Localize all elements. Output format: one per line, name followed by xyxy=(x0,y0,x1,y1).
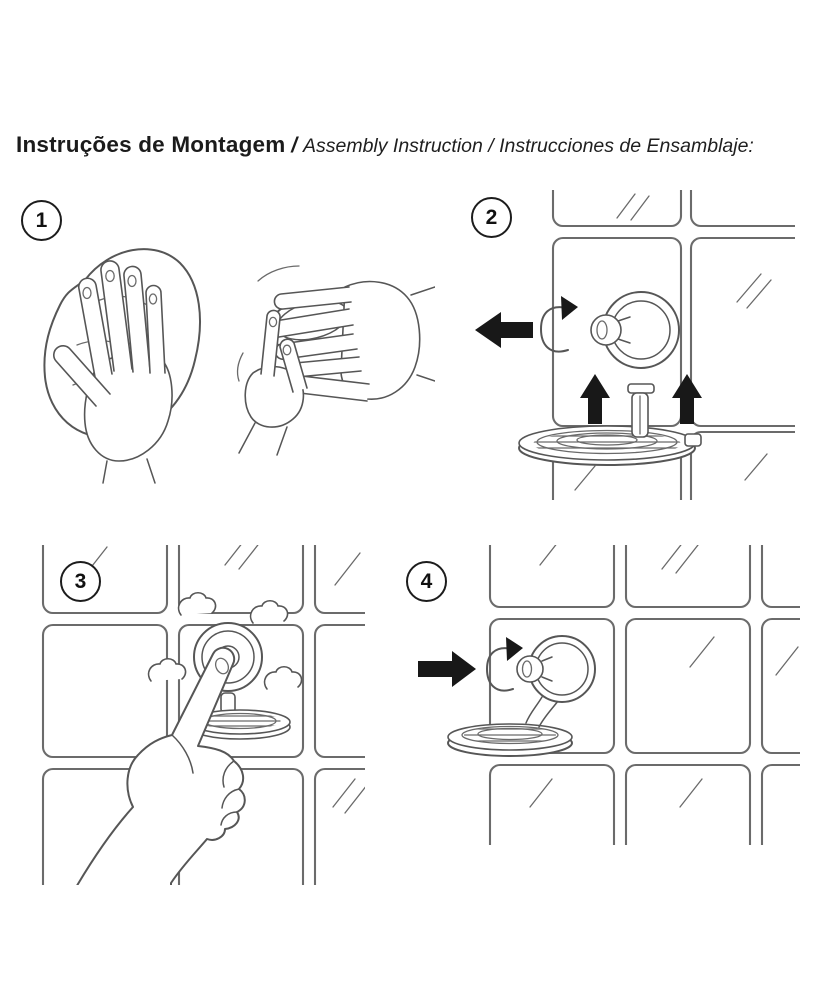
suction-cup-mount xyxy=(516,635,596,703)
arrow-right-icon xyxy=(418,651,476,687)
step-3-number: 3 xyxy=(74,569,87,593)
motion-arc xyxy=(236,352,244,382)
tile-shine-marks xyxy=(529,545,799,808)
lock-knob xyxy=(590,314,622,346)
motion-arc xyxy=(257,265,300,282)
title-english-spanish: Assembly Instruction / Instrucciones de … xyxy=(302,135,754,157)
step-1-number: 1 xyxy=(35,208,48,232)
step-2-illustration xyxy=(475,190,795,500)
step-4-number-badge: 4 xyxy=(406,561,447,602)
title-portuguese: Instruções de Montagem xyxy=(16,132,286,157)
soap-dish xyxy=(447,723,573,757)
air-puff-marks xyxy=(147,591,303,690)
dish-wall-tab xyxy=(684,433,702,447)
step-3-illustration xyxy=(41,545,365,885)
lock-knob xyxy=(516,655,544,683)
fingernail xyxy=(214,657,230,675)
tile-shine-marks xyxy=(574,193,772,491)
wiping-hand xyxy=(53,260,173,484)
step-2-number-badge: 2 xyxy=(471,197,512,238)
mounting-post xyxy=(627,383,655,438)
arrow-up-icon xyxy=(672,374,702,424)
step-2-number: 2 xyxy=(485,205,498,229)
soap-dish xyxy=(189,692,291,740)
dish-bracket xyxy=(525,696,559,728)
soap-dish xyxy=(518,425,702,466)
step-1-number-badge: 1 xyxy=(21,200,62,241)
title-separator: / xyxy=(285,134,303,157)
rotate-arrow-icon xyxy=(540,296,578,353)
pressing-hand xyxy=(76,646,246,885)
step-1-illustration xyxy=(43,248,435,484)
step-3-number-badge: 3 xyxy=(60,561,101,602)
step-4-number: 4 xyxy=(420,569,433,593)
pinching-hand-left xyxy=(238,309,308,456)
step-4-illustration xyxy=(418,545,800,845)
tile-wall xyxy=(488,545,800,845)
arrow-left-icon xyxy=(475,312,533,348)
rotate-arrow-icon xyxy=(486,637,523,692)
suction-cup-mount xyxy=(590,291,680,369)
arrow-up-icon xyxy=(580,374,610,424)
page-title: Instruções de Montagem / Assembly Instru… xyxy=(16,132,754,158)
